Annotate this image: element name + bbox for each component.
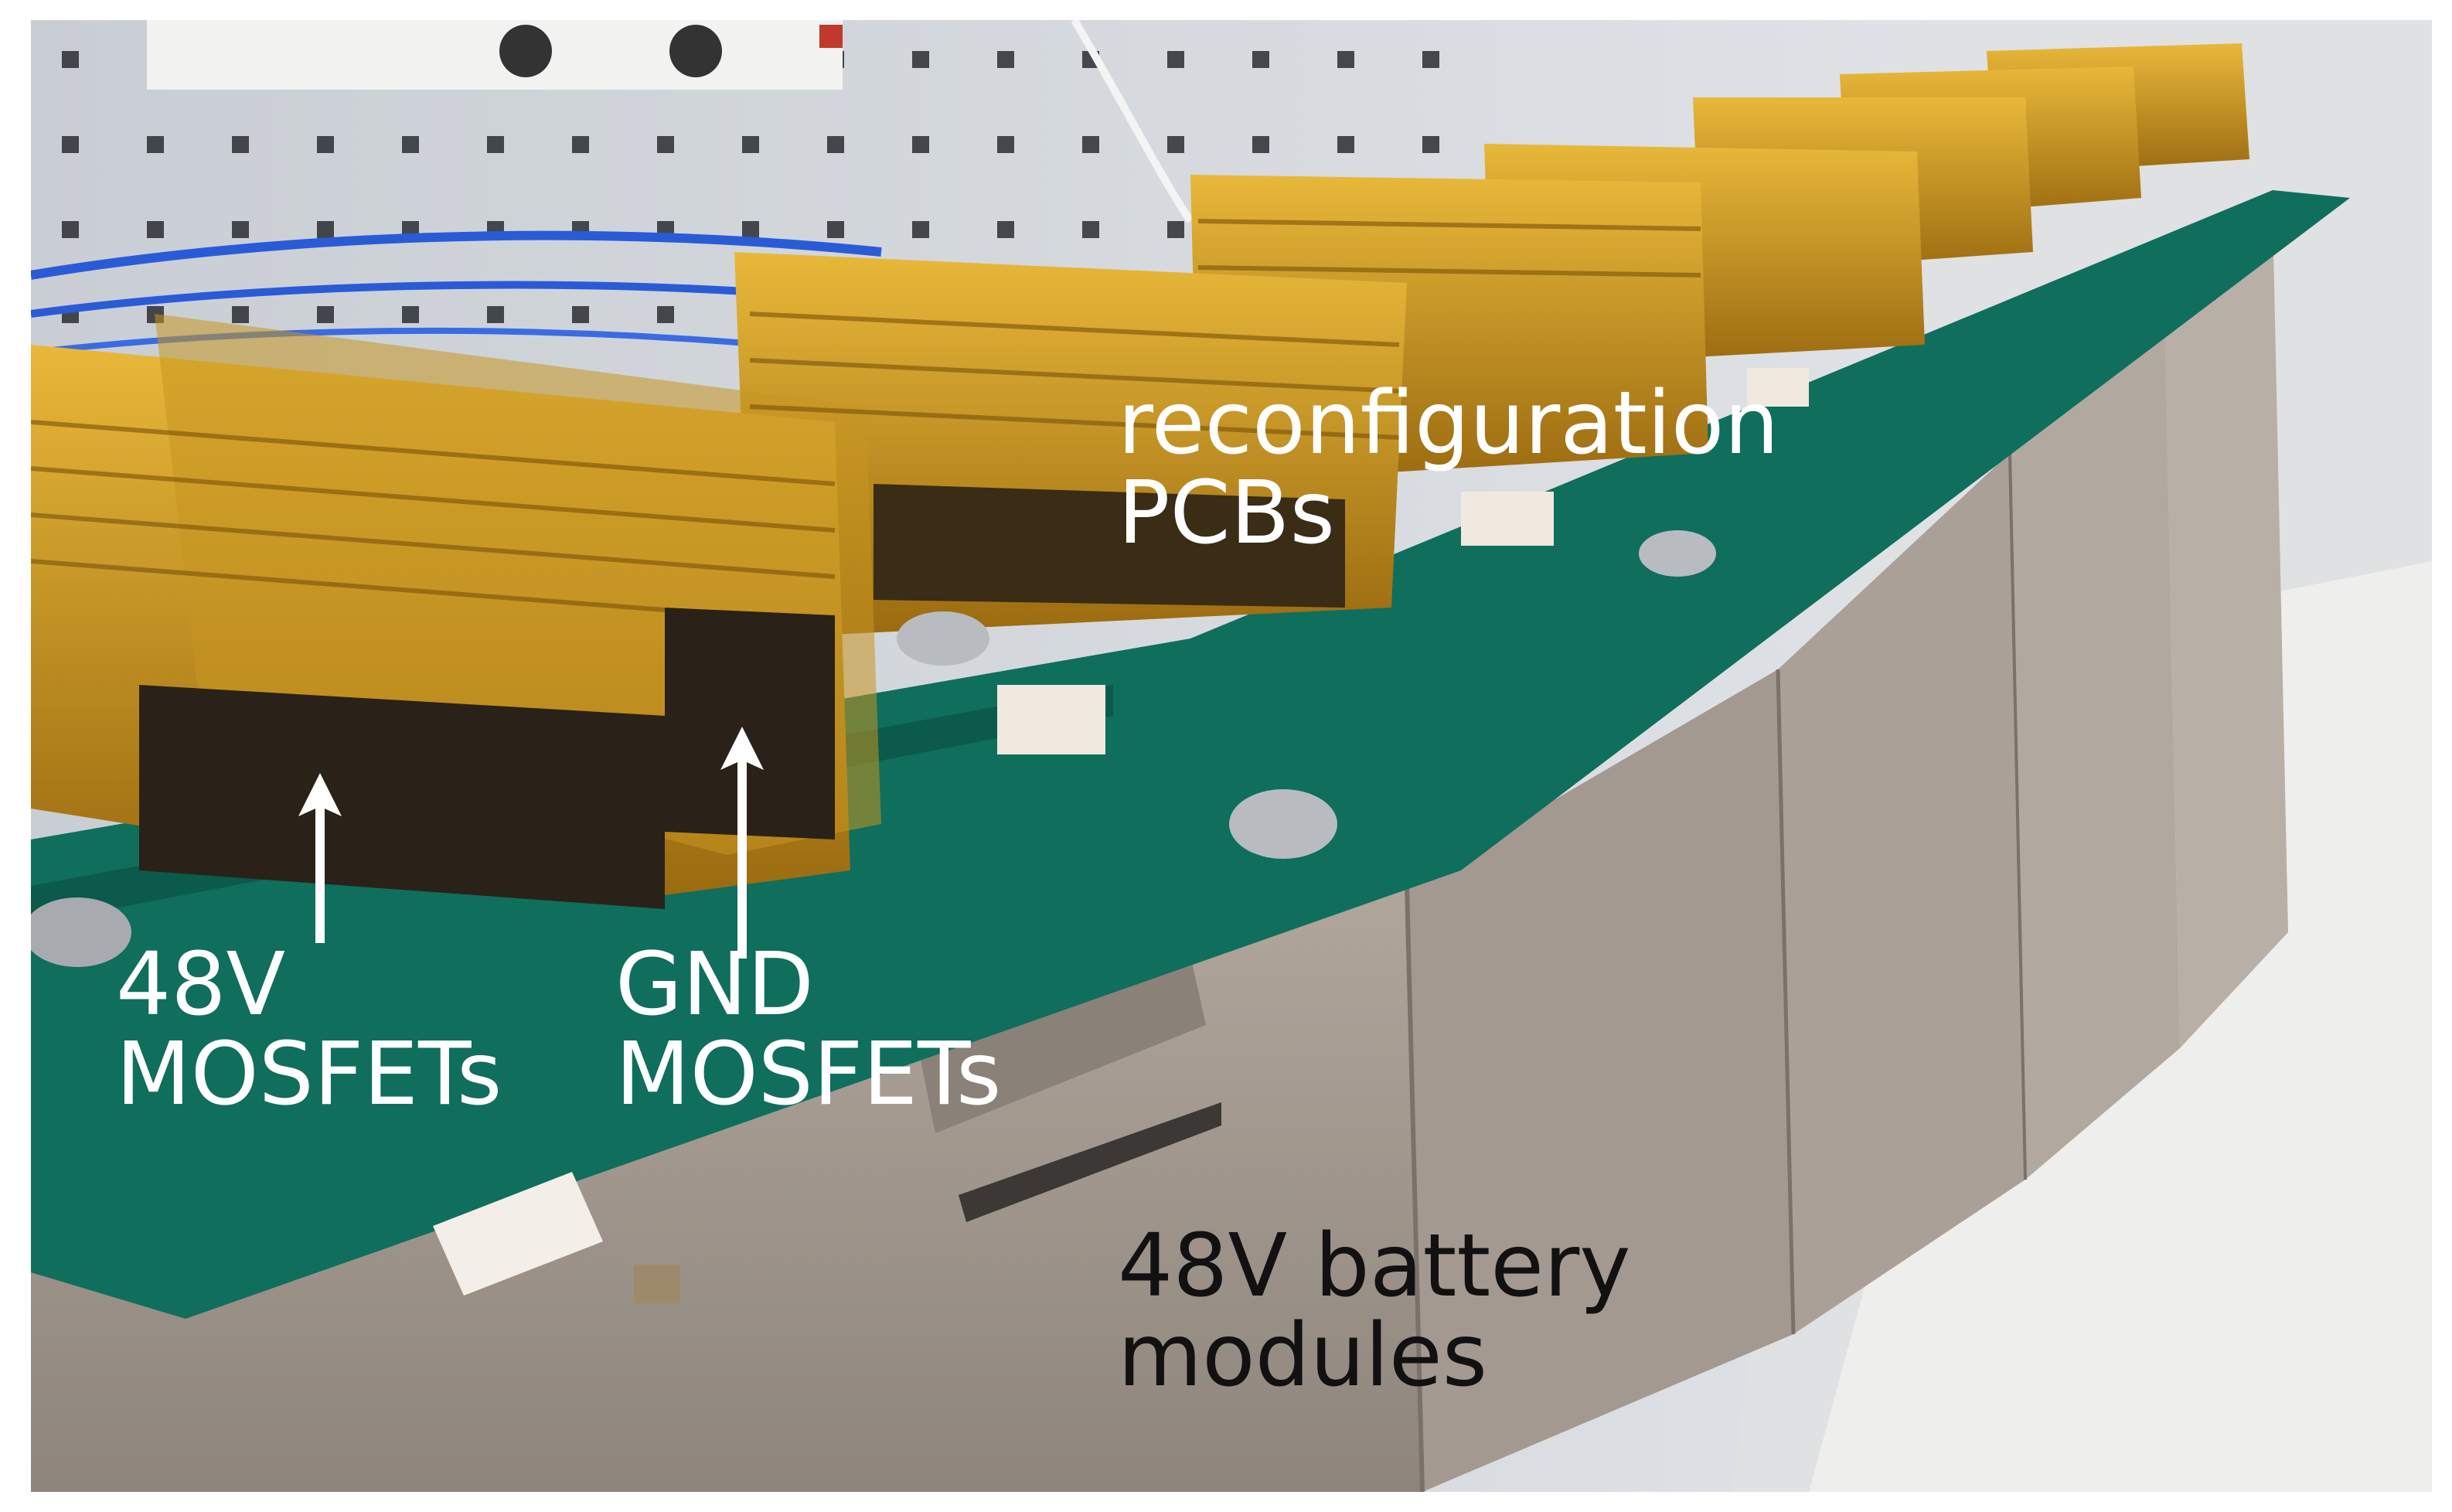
label-gnd-mosfets-line-1: GND — [615, 935, 814, 1035]
label-gnd-mosfets-line-2: MOSFETs — [615, 1024, 1002, 1125]
arrow-up-icon — [720, 727, 764, 959]
battery-photo — [31, 20, 2432, 1492]
label-48v-mosfets-line-2: MOSFETs — [116, 1024, 502, 1125]
label-gnd-mosfets: GND MOSFETs — [615, 940, 1001, 1119]
label-reconfiguration-line-2: PCBs — [1118, 463, 1335, 564]
label-48v-mosfets: 48V MOSFETs — [116, 940, 502, 1119]
label-battery-modules-line-1: 48V battery — [1118, 1216, 1631, 1316]
label-reconfiguration-line-1: reconfiguration — [1118, 373, 1779, 474]
label-48v-mosfets-line-1: 48V — [116, 935, 286, 1035]
arrow-up-icon — [298, 773, 342, 943]
label-reconfiguration-pcbs: reconfiguration PCBs — [1118, 379, 1779, 558]
label-battery-modules-line-2: modules — [1118, 1306, 1488, 1406]
label-battery-modules: 48V battery modules — [1118, 1221, 1631, 1401]
